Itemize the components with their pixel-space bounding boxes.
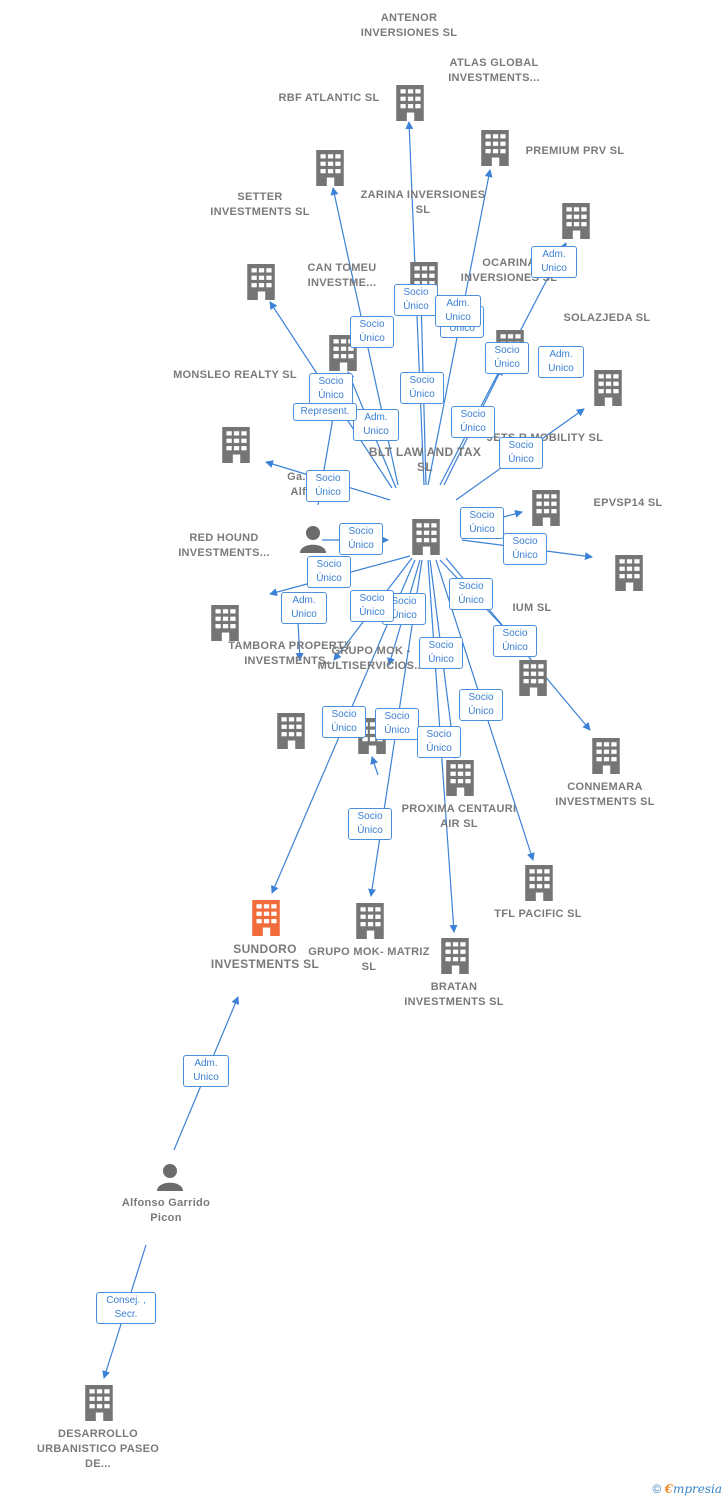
edge-redhound-tambora bbox=[295, 621, 304, 661]
edge-label-socio-unico[interactable]: Socio Único bbox=[451, 406, 495, 438]
edge-label-socio-unico[interactable]: Socio Único bbox=[419, 637, 463, 669]
node-label: SOLAZJEDA SL bbox=[563, 312, 651, 324]
edge-label-socio-unico[interactable]: Socio Único bbox=[417, 726, 461, 758]
building-icon bbox=[525, 865, 553, 901]
building-icon bbox=[247, 264, 275, 300]
edge-label-adm-unico[interactable]: Adm. Unico bbox=[281, 592, 327, 624]
edge-label-adm-unico[interactable]: Adm. Unico bbox=[538, 346, 584, 378]
edge-label-adm-unico[interactable]: Adm. Unico bbox=[531, 246, 577, 278]
edge-mokmatriz-mokmulti bbox=[370, 756, 379, 776]
edge-label-socio-unico[interactable]: Socio Único bbox=[339, 523, 383, 555]
person-icon-alfonso bbox=[157, 1164, 183, 1191]
edge-label-represent[interactable]: Represent. bbox=[293, 403, 357, 421]
node-label: CONNEMARA INVESTMENTS SL bbox=[555, 781, 655, 808]
building-icon bbox=[615, 555, 643, 591]
node-label: BRATAN INVESTMENTS SL bbox=[404, 981, 504, 1008]
edge-label-adm-unico[interactable]: Adm. Unico bbox=[183, 1055, 229, 1087]
building-icon bbox=[222, 427, 250, 463]
brand-logo: €mpresia bbox=[664, 1482, 722, 1496]
node-label: GRUPO MOK - MULTISERVICIOS... bbox=[317, 645, 425, 672]
node-label: PROXIMA CENTAURI AIR SL bbox=[401, 803, 517, 830]
node-label: EPVSP14 SL bbox=[593, 497, 663, 509]
node-label: SUNDORO INVESTMENTS SL bbox=[210, 942, 320, 971]
building-icon bbox=[211, 605, 239, 641]
edge-label-socio-unico[interactable]: Socio Único bbox=[309, 373, 353, 405]
node-label: TAMBORA PROPERTY INVESTMENTS... bbox=[228, 640, 352, 667]
edge-label-socio-unico[interactable]: Socio Único bbox=[459, 689, 503, 721]
edge-label-socio-unico[interactable]: Socio Único bbox=[350, 316, 394, 348]
building-icon bbox=[532, 490, 560, 526]
building-icon bbox=[412, 519, 440, 555]
node-label: RBF ATLANTIC SL bbox=[278, 92, 380, 104]
building-icon bbox=[481, 130, 509, 166]
node-label: DESARROLLO URBANISTICO PASEO DE... bbox=[36, 1428, 160, 1470]
edge-label-socio-unico[interactable]: Socio Único bbox=[375, 708, 419, 740]
copyright-symbol: © bbox=[652, 1482, 662, 1496]
node-label: TFL PACIFIC SL bbox=[494, 908, 582, 920]
edge-label-socio-unico[interactable]: Socio Único bbox=[485, 342, 529, 374]
node-label: ANTENOR INVERSIONES SL bbox=[360, 12, 458, 39]
node-label: SETTER INVESTMENTS SL bbox=[210, 191, 310, 218]
node-label: ATLAS GLOBAL INVESTMENTS... bbox=[448, 57, 540, 84]
building-icon-focus bbox=[252, 900, 280, 936]
footer-copyright: © €mpresia bbox=[652, 1482, 722, 1496]
edge-label-socio-unico[interactable]: Socio Único bbox=[503, 533, 547, 565]
node-label: RED HOUND INVESTMENTS... bbox=[178, 532, 270, 559]
building-icon bbox=[396, 85, 424, 121]
building-icon bbox=[356, 903, 384, 939]
building-icon bbox=[519, 660, 547, 696]
building-icon bbox=[441, 938, 469, 974]
edge-label-socio-unico[interactable]: Socio Único bbox=[350, 590, 394, 622]
edge-label-consej-secr[interactable]: Consej. , Secr. bbox=[96, 1292, 156, 1324]
edge-label-socio-unico[interactable]: Socio Único bbox=[322, 706, 366, 738]
node-label: GRUPO MOK- MATRIZ SL bbox=[308, 946, 430, 973]
edge-label-socio-unico[interactable]: Socio Único bbox=[499, 437, 543, 469]
node-label: Alfonso Garrido Picon bbox=[121, 1197, 211, 1224]
building-icon bbox=[562, 203, 590, 239]
node-label: CAN TOMEU INVESTME... bbox=[307, 262, 377, 289]
edge-label-adm-unico[interactable]: Adm. Unico bbox=[435, 295, 481, 327]
edge-label-socio-unico[interactable]: Socio Único bbox=[307, 556, 351, 588]
node-label: IUM SL bbox=[512, 602, 552, 614]
building-icon bbox=[446, 760, 474, 796]
edge-label-socio-unico[interactable]: Socio Único bbox=[394, 284, 438, 316]
edge-label-socio-unico[interactable]: Socio Único bbox=[493, 625, 537, 657]
node-label: BLT LAW AND TAX SL bbox=[368, 445, 482, 474]
building-icon bbox=[85, 1385, 113, 1421]
building-icon bbox=[592, 738, 620, 774]
building-icon bbox=[277, 713, 305, 749]
building-icon bbox=[594, 370, 622, 406]
node-alfonso[interactable]: Alfonso Garrido Picon bbox=[116, 1196, 216, 1226]
building-icon bbox=[316, 150, 344, 186]
edge-label-socio-unico[interactable]: Socio Único bbox=[400, 372, 444, 404]
edge-label-socio-unico[interactable]: Socio Único bbox=[449, 578, 493, 610]
node-label: PREMIUM PRV SL bbox=[525, 145, 625, 157]
edge-label-socio-unico[interactable]: Socio Único bbox=[460, 507, 504, 539]
edge-label-adm-unico[interactable]: Adm. Unico bbox=[353, 409, 399, 441]
edge-label-socio-unico[interactable]: Socio Único bbox=[306, 470, 350, 502]
node-label: ZARINA INVERSIONES SL bbox=[360, 189, 486, 216]
node-label: MONSLEO REALTY SL bbox=[173, 369, 297, 381]
edge-label-socio-unico[interactable]: Socio Único bbox=[348, 808, 392, 840]
